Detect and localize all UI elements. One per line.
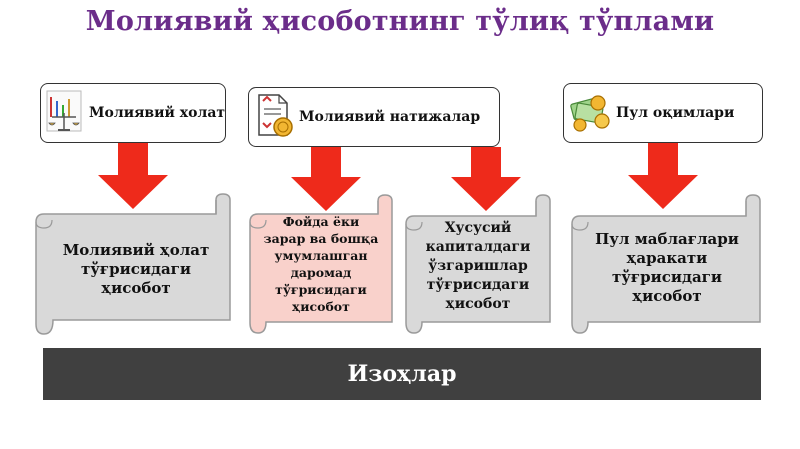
scales-icon <box>45 87 85 139</box>
money-icon <box>568 87 612 139</box>
category-label: Пул оқимлари <box>616 105 735 121</box>
category-cash-flows: Пул оқимлари <box>563 83 763 143</box>
category-financial-results: Молиявий натижалар <box>248 87 500 147</box>
report-scroll-profit-loss <box>249 194 393 334</box>
category-label: Молиявий холат <box>89 105 226 121</box>
report-scroll-cash-flows <box>571 194 761 334</box>
document-coin-icon <box>253 91 295 143</box>
category-financial-position: Молиявий холат <box>40 83 226 143</box>
down-arrow <box>451 147 521 211</box>
down-arrow <box>291 147 361 211</box>
down-arrow <box>628 143 698 209</box>
report-scroll-financial-position <box>35 193 231 335</box>
notes-bar: Изоҳлар <box>43 348 761 400</box>
report-scroll-equity-changes <box>405 194 551 334</box>
report-text: Хусусий капиталдаги ўзгаришлар тўғрисида… <box>425 219 531 312</box>
page-title: Молиявий ҳисоботнинг тўлиқ тўплами <box>85 6 715 37</box>
report-text: Пул маблағлари ҳаракати тўғрисидаги ҳисо… <box>595 230 739 305</box>
category-label: Молиявий натижалар <box>299 109 481 125</box>
report-text: Молиявий ҳолат тўғрисидаги ҳисобот <box>62 240 210 297</box>
report-text: Фойда ёки зарар ва бошқа умумлашган даро… <box>263 214 379 314</box>
down-arrow <box>98 143 168 209</box>
